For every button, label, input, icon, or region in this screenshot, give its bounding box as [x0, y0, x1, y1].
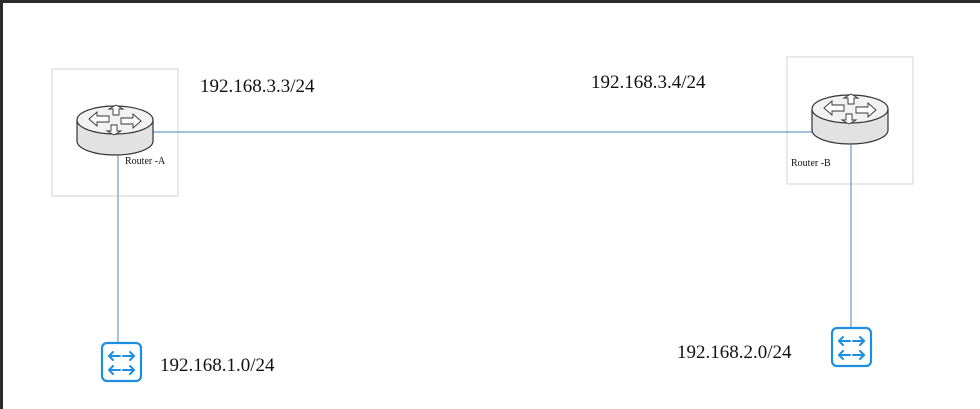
router-a-label: Router -A [125, 156, 166, 167]
router-icon[interactable] [76, 104, 154, 156]
router-icon[interactable] [811, 93, 889, 145]
router-b-label: Router -B [791, 158, 831, 169]
diagram-svg [51, 56, 914, 383]
window-left-border [0, 0, 3, 409]
switch-icon[interactable] [830, 326, 873, 368]
router-b-link-ip-label: 192.168.3.4/24 [591, 72, 706, 93]
switch-icon[interactable] [100, 341, 143, 383]
network-diagram-canvas: Router -A Router -B 192.168.3.3/24 192.1… [3, 3, 980, 409]
window-top-border [0, 0, 980, 3]
lan-a-network-label: 192.168.1.0/24 [160, 355, 275, 376]
router-b-box[interactable] [786, 56, 914, 185]
lan-b-network-label: 192.168.2.0/24 [677, 342, 792, 363]
router-a-link-ip-label: 192.168.3.3/24 [200, 76, 315, 97]
